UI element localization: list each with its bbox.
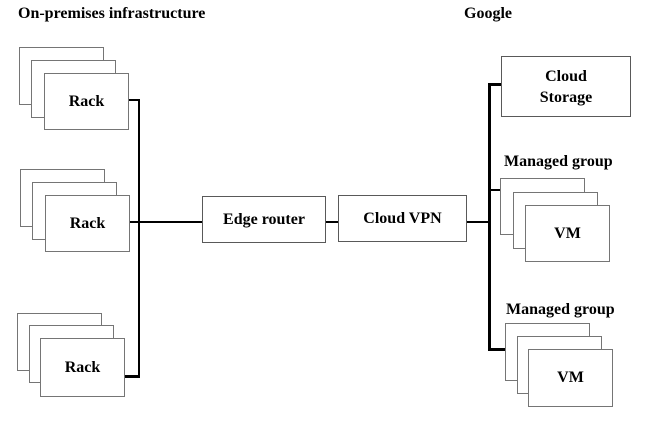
managed-group-1-title: Managed group: [504, 153, 613, 170]
connector-rack1-to-trunk: [129, 98, 140, 101]
on-premises-section-title: On-premises infrastructure: [18, 5, 206, 22]
edge-router-label: Edge router: [223, 211, 305, 228]
vm-stack-1: VM: [525, 205, 610, 262]
cloud-vpn-label: Cloud VPN: [363, 210, 442, 227]
connector-trunk-to-managed-group-2: [488, 348, 505, 351]
managed-group-2-title: Managed group: [506, 301, 615, 318]
google-section-title: Google: [464, 5, 512, 22]
cloud-storage-label-line1: Cloud: [545, 67, 587, 85]
rack-stack-1: Rack: [44, 73, 129, 130]
rack-stack-2-label: Rack: [69, 214, 106, 232]
connector-trunk-to-managed-group-1: [488, 188, 500, 191]
rack-stack-3-label: Rack: [64, 358, 101, 376]
vm-stack-2-label: VM: [557, 369, 584, 386]
connector-left-trunk: [137, 98, 140, 378]
vm-stack-2: VM: [528, 349, 613, 407]
connector-trunk-to-cloud-storage: [488, 83, 501, 86]
connector-cloud-vpn-to-trunk: [467, 220, 488, 223]
connector-right-trunk: [488, 83, 491, 351]
cloud-storage-label-line2: Storage: [539, 88, 593, 106]
edge-router-node: Edge router: [202, 196, 326, 243]
connector-rack2-to-edge-router: [130, 220, 202, 223]
connector-rack3-to-trunk: [125, 375, 140, 378]
vm-stack-1-label: VM: [554, 224, 581, 242]
cloud-storage-node: Cloud Storage: [501, 56, 631, 117]
rack-stack-1-label: Rack: [68, 92, 105, 110]
cloud-vpn-node: Cloud VPN: [338, 195, 467, 242]
rack-stack-3: Rack: [40, 338, 125, 397]
connector-edge-router-to-cloud-vpn: [326, 220, 338, 223]
rack-stack-2: Rack: [45, 195, 130, 252]
